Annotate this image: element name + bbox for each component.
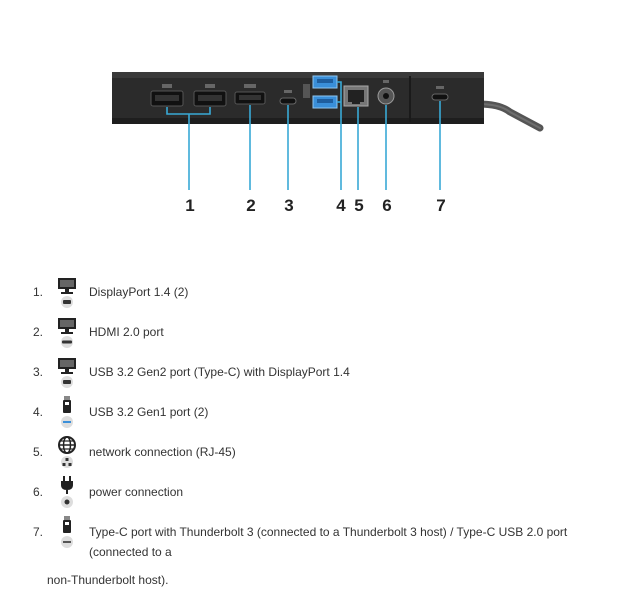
list-item: 6. power connection	[0, 476, 640, 518]
item-label: USB 3.2 Gen1 port (2)	[89, 405, 209, 419]
power-plug-icon	[55, 476, 79, 512]
dock-illustration	[112, 72, 544, 190]
list-item: 4. USB 3.2 Gen1 port (2)	[0, 396, 640, 438]
displayport-2	[193, 84, 227, 107]
callout-3: 3	[284, 196, 294, 215]
monitor-dp-icon	[55, 356, 79, 392]
thunderbolt-port	[431, 86, 449, 101]
item-label-line-2: non-Thunderbolt host).	[47, 573, 169, 587]
callout-5: 5	[354, 196, 364, 215]
rj45-port	[343, 85, 369, 107]
usb-c-port	[279, 90, 297, 105]
list-item: 1. DisplayPort 1.4 (2)	[0, 278, 640, 318]
item-number: 4.	[33, 405, 44, 419]
list-item: 3. USB 3.2 Gen2 port (Type-C) with Displ…	[0, 358, 640, 398]
item-label: DisplayPort 1.4 (2)	[89, 285, 189, 299]
item-number: 7.	[33, 525, 44, 539]
network-globe-icon	[55, 436, 79, 472]
power-port	[377, 80, 395, 105]
item-label: USB 3.2 Gen2 port (Type-C) with DisplayP…	[89, 365, 350, 379]
power-cable	[474, 100, 544, 132]
item-label: network connection (RJ-45)	[89, 445, 236, 459]
hdmi-port	[234, 84, 266, 105]
monitor-hdmi-icon	[55, 316, 79, 352]
list-item: 7. Type-C port with Thunderbolt 3 (conne…	[0, 516, 640, 587]
item-label: Type-C port with Thunderbolt 3 (connecte…	[47, 522, 619, 590]
usb-icon	[55, 396, 79, 432]
callout-7: 7	[436, 196, 446, 215]
callout-2: 2	[246, 196, 256, 215]
usb-icon	[55, 516, 79, 552]
callout-lines	[166, 81, 441, 190]
callout-6: 6	[382, 196, 392, 215]
monitor-dp-icon	[55, 276, 79, 312]
item-number: 6.	[33, 485, 44, 499]
item-number: 2.	[33, 325, 44, 339]
item-number: 3.	[33, 365, 44, 379]
list-item: 2. HDMI 2.0 port	[0, 318, 640, 358]
callout-1: 1	[185, 196, 195, 215]
dock-rear-diagram: 1 2 3 4 5 6 7	[0, 0, 640, 230]
usb-a-ports	[303, 75, 338, 109]
list-item: 5. network connection (RJ-45)	[0, 436, 640, 478]
item-label: power connection	[89, 485, 184, 499]
displayport-1	[150, 84, 184, 107]
item-number: 5.	[33, 445, 44, 459]
callout-4: 4	[336, 196, 346, 215]
item-number: 1.	[33, 285, 44, 299]
item-label-line-1: Type-C port with Thunderbolt 3 (connecte…	[89, 525, 568, 559]
item-label: HDMI 2.0 port	[89, 325, 164, 339]
